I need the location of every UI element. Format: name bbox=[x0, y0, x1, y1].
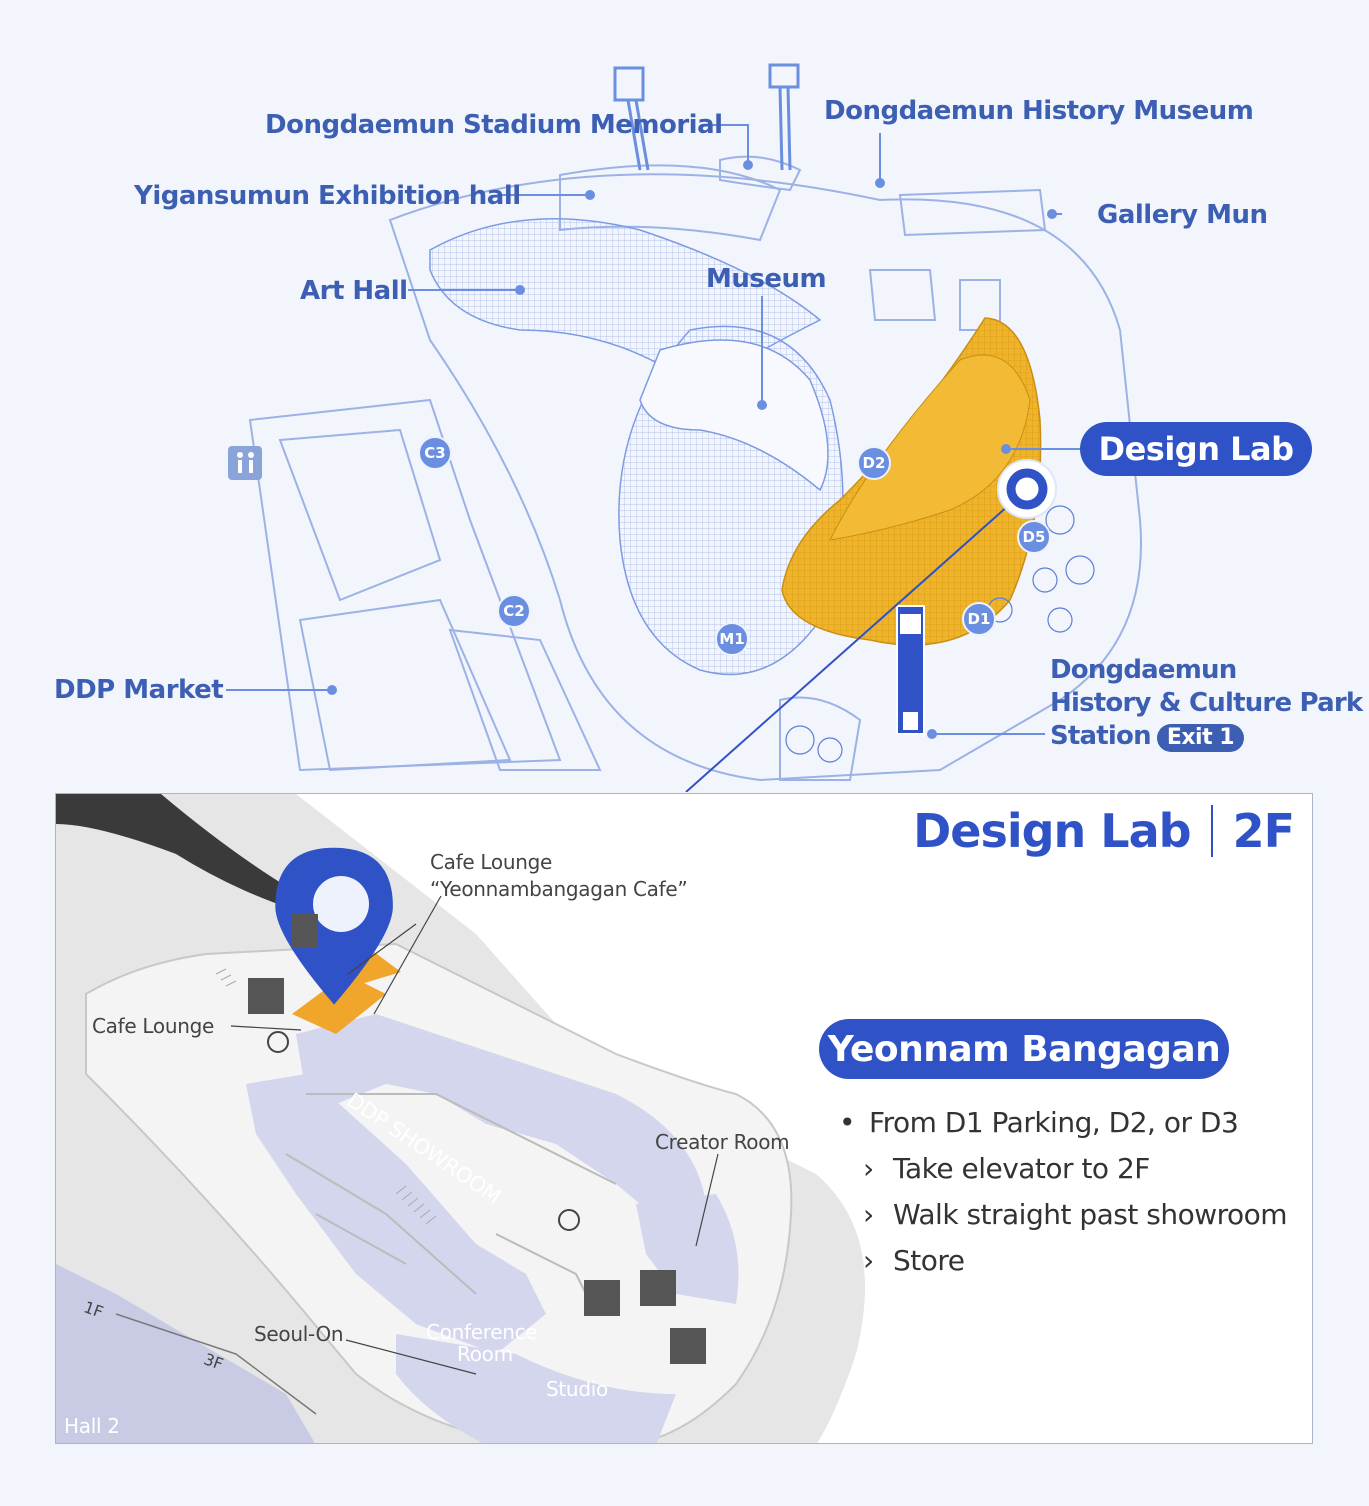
floor-title: Design Lab 2F bbox=[913, 804, 1295, 858]
stadium-memorial-label: Dongdaemun Stadium Memorial bbox=[265, 110, 723, 140]
museum-label: Museum bbox=[706, 264, 827, 294]
floor-number: 2F bbox=[1232, 804, 1295, 858]
gate-d2-badge: D2 bbox=[857, 446, 891, 480]
studio-label: Studio bbox=[546, 1377, 608, 1401]
art-hall-label: Art Hall bbox=[300, 276, 408, 306]
route-step-text: Take elevator to 2F bbox=[893, 1152, 1150, 1185]
station-line-1: Dongdaemun bbox=[1050, 655, 1237, 685]
cafe-lounge-label: Cafe Lounge bbox=[92, 1014, 215, 1038]
gallery-mun-label: Gallery Mun bbox=[1097, 200, 1268, 230]
overview-map-drawing bbox=[226, 63, 1142, 792]
hall-label: Hall 2 bbox=[64, 1414, 120, 1438]
conference-room-line-2: Room bbox=[457, 1342, 513, 1366]
cafe-callout-line-1: Cafe Lounge bbox=[430, 850, 553, 874]
station-line-3: Station bbox=[1050, 721, 1152, 751]
bullet-icon: • bbox=[839, 1106, 856, 1139]
station-line-2: History & Culture Park bbox=[1050, 688, 1363, 718]
route-intro-text: From D1 Parking, D2, or D3 bbox=[869, 1106, 1239, 1139]
yigansumun-label: Yigansumun Exhibition hall bbox=[134, 181, 521, 211]
building-name: Design Lab bbox=[913, 804, 1191, 858]
ddp-market-label: DDP Market bbox=[54, 675, 224, 705]
floor-map-panel: Design Lab 2F Cafe Lounge “Yeonnambangag… bbox=[55, 793, 1313, 1444]
directions-list: • From D1 Parking, D2, or D3 › Take elevat… bbox=[839, 1100, 1288, 1284]
exit-badge: Exit 1 bbox=[1156, 724, 1245, 752]
design-lab-badge[interactable]: Design Lab bbox=[1080, 422, 1312, 476]
chevron-right-icon: › bbox=[863, 1152, 874, 1185]
station-label: Dongdaemun History & Culture Park Statio… bbox=[1050, 654, 1363, 753]
chevron-right-icon: › bbox=[863, 1244, 874, 1277]
title-divider bbox=[1210, 805, 1213, 857]
overview-map: Dongdaemun Stadium Memorial Dongdaemun H… bbox=[54, 63, 1363, 792]
cafe-callout-line-2: “Yeonnambangagan Cafe” bbox=[430, 877, 688, 901]
store-name-badge[interactable]: Yeonnam Bangagan bbox=[819, 1019, 1229, 1079]
route-step-text: Walk straight past showroom bbox=[893, 1198, 1288, 1231]
gate-d1-badge: D1 bbox=[962, 602, 996, 636]
route-step: › Store bbox=[839, 1238, 1287, 1284]
chevron-right-icon: › bbox=[863, 1198, 874, 1231]
floor-map-drawing bbox=[56, 794, 865, 1443]
conference-room-line-1: Conference bbox=[426, 1320, 538, 1344]
route-step-text: Store bbox=[893, 1244, 965, 1277]
gate-m1-badge: M1 bbox=[715, 622, 749, 656]
history-museum-label: Dongdaemun History Museum bbox=[824, 96, 1254, 126]
gate-c2-badge: C2 bbox=[497, 594, 531, 628]
route-step: › Take elevator to 2F bbox=[839, 1146, 1287, 1192]
gate-d5-badge: D5 bbox=[1017, 520, 1051, 554]
seoul-on-label: Seoul-On bbox=[254, 1322, 344, 1346]
route-intro: • From D1 Parking, D2, or D3 bbox=[839, 1100, 1287, 1146]
route-step: › Walk straight past showroom bbox=[839, 1192, 1288, 1238]
gate-c3-badge: C3 bbox=[418, 436, 452, 470]
creator-room-label: Creator Room bbox=[655, 1130, 790, 1154]
